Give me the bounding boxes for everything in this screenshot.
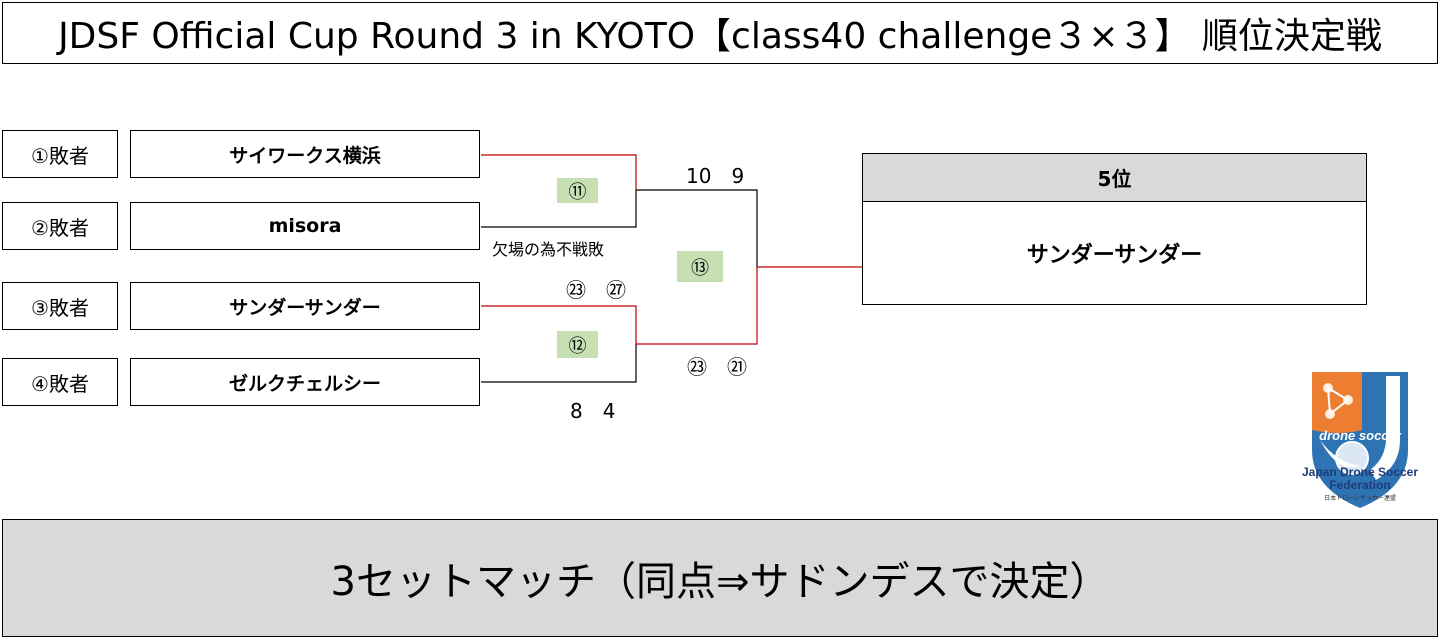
logo-text-line2: Federation [1329, 478, 1391, 492]
line-team3 [481, 305, 637, 344]
seed-label-2: ②敗者 [2, 202, 118, 250]
score-match-12-upper: ㉓ ㉗ [566, 278, 626, 302]
seed-label-3: ③敗者 [2, 282, 118, 330]
score-match-11: 10 9 [686, 164, 745, 188]
logo-text-small: 日本ドローンサッカー連盟 [1324, 496, 1396, 502]
line-team1 [481, 154, 637, 190]
match-rule-footer: 3セットマッチ（同点⇒サドンデスで決定） [2, 519, 1438, 637]
logo-mark-text: drone soccer [1319, 428, 1402, 443]
jdsf-logo-icon: drone soccer [1312, 372, 1408, 508]
page-title: JDSF Official Cup Round 3 in KYOTO【class… [2, 2, 1438, 64]
match-12-badge: ⑫ [557, 331, 598, 358]
team-2: misora [130, 202, 480, 250]
line-team4 [481, 344, 637, 383]
score-match-12-lower: 8 4 [570, 399, 616, 423]
logo-text-line1: Japan Drone Soccer [1301, 465, 1419, 479]
line-m11-winner [636, 189, 758, 267]
team-1: サイワークス横浜 [130, 130, 480, 178]
line-team2 [481, 190, 637, 228]
line-m12-winner [636, 267, 758, 345]
team-3: サンダーサンダー [130, 282, 480, 330]
result-winner: サンダーサンダー [1026, 243, 1203, 268]
result-rank: 5位 [863, 154, 1366, 202]
seed-label-4: ④敗者 [2, 358, 118, 406]
result-box: 5位 サンダーサンダー [862, 153, 1367, 305]
score-match-13: ㉓ ㉑ [687, 355, 747, 379]
seed-label-1: ①敗者 [2, 130, 118, 178]
match-11-badge: ⑪ [557, 178, 598, 203]
team-4: ゼルクチェルシー [130, 358, 480, 406]
match-13-badge: ⑬ [677, 251, 723, 282]
forfeit-note: 欠場の為不戦敗 [492, 240, 605, 259]
